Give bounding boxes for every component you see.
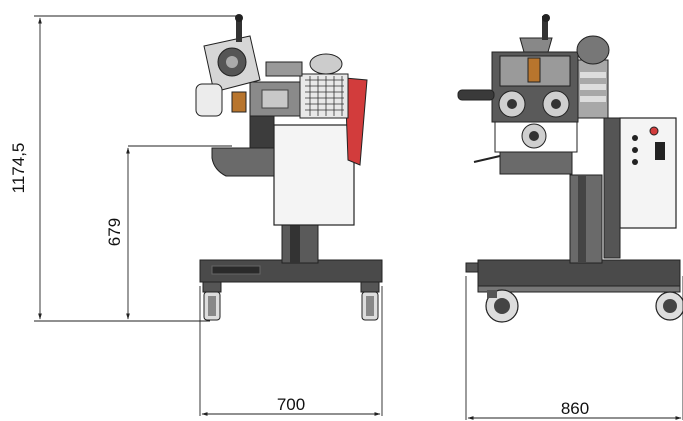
dim-front-width: 860 (561, 399, 589, 418)
side-motor-fan (309, 53, 343, 75)
dimension-lines (34, 15, 683, 420)
side-handwheel (203, 14, 261, 93)
side-cabinet (273, 124, 355, 226)
side-view (195, 14, 383, 321)
front-caster-right (655, 291, 683, 321)
side-motor-red (344, 77, 368, 166)
side-motor-grille (299, 73, 349, 119)
side-caster-right (360, 281, 380, 321)
side-table (211, 147, 275, 177)
front-cabinet (619, 117, 677, 229)
red-button (649, 126, 659, 136)
dim-table-height: 679 (105, 218, 124, 246)
front-caster-left (485, 289, 519, 323)
front-rollers (498, 90, 570, 149)
front-base-frame (477, 259, 681, 287)
front-view (457, 14, 683, 323)
side-base-slot (211, 265, 261, 275)
dim-side-width: 700 (277, 395, 305, 414)
side-caster-left (202, 281, 222, 321)
power-switch (655, 142, 665, 160)
dim-total-height: 1174,5 (9, 143, 28, 194)
side-bushing (231, 91, 247, 113)
